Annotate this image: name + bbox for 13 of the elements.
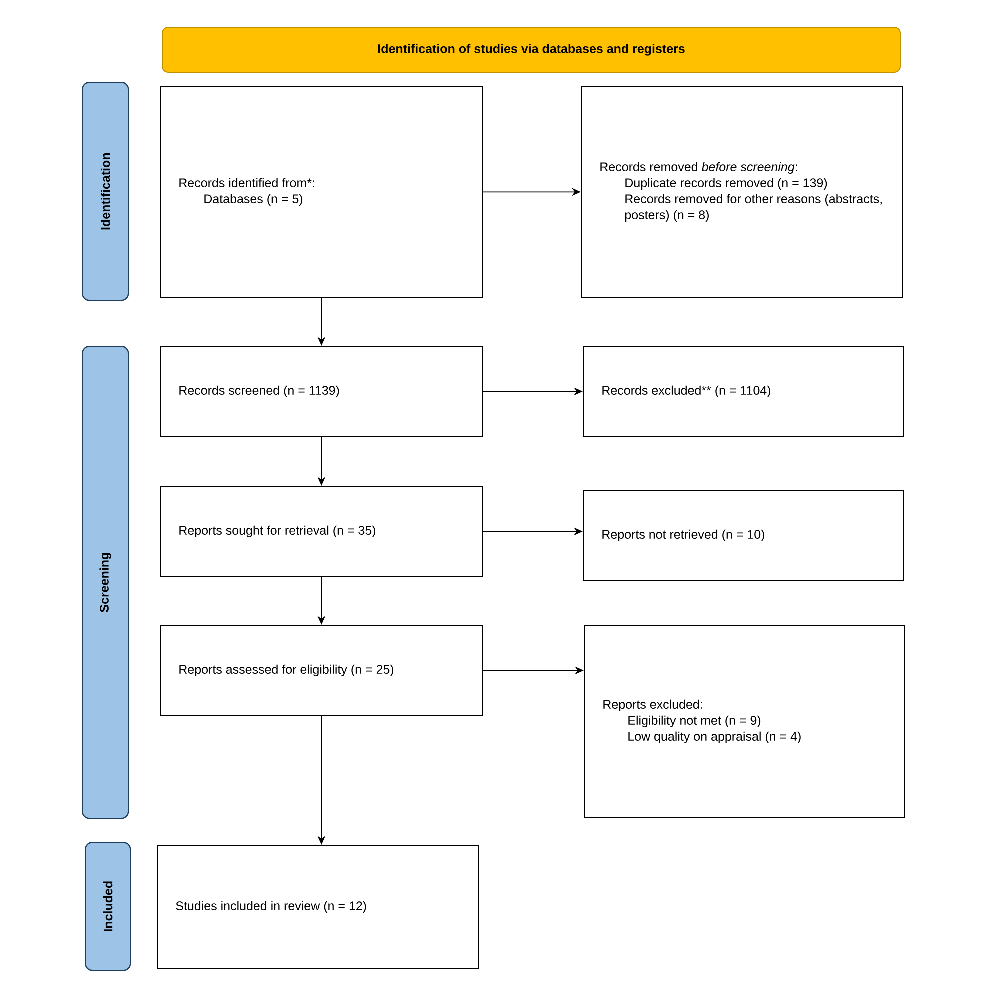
process-box: Records removed before screening: Duplicate records removed (n = 139) Records removed for other reasons (abstracts, posters) (n = 8) — [581, 86, 904, 298]
process-box: Records screened (n = 1139) — [160, 346, 484, 438]
process-box: Records excluded** (n = 1104) — [583, 346, 904, 438]
phase-label: Screening — [82, 346, 130, 820]
process-box: Reports not retrieved (n = 10) — [583, 490, 904, 582]
process-box: Reports excluded: Eligibility not met (n = 9) Low quality on appraisal (n = 4) — [584, 625, 906, 818]
phase-label: Identification — [82, 82, 130, 302]
process-box: Reports sought for retrieval (n = 35) — [160, 486, 484, 578]
header-band: Identification of studies via databases and registers — [162, 27, 901, 73]
phase-label: Included — [85, 842, 132, 972]
process-box: Records identified from*: Databases (n = 5) — [160, 86, 484, 298]
process-box: Reports assessed for eligibility (n = 25) — [160, 625, 484, 716]
process-box: Studies included in review (n = 12) — [157, 845, 480, 970]
